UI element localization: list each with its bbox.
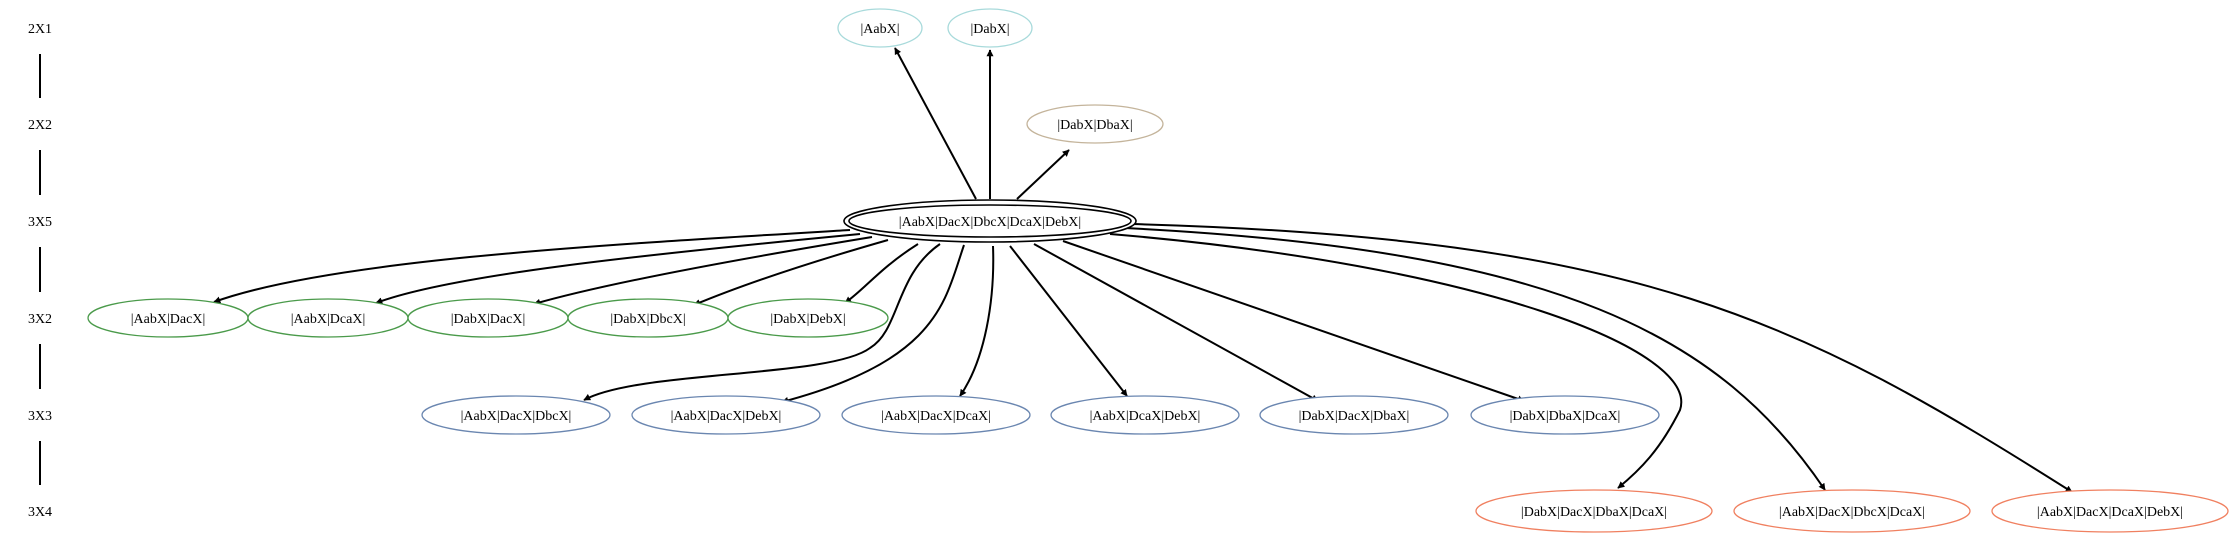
rank-label: 3X3 — [28, 409, 52, 424]
nodes: |AabX| |DabX| |DabX|DbaX| |AabX|DacX|DbcX|D… — [87, 8, 2229, 533]
edge-arrow — [1131, 223, 2073, 493]
node-label: |AabX|DacX|DcaX| — [881, 409, 991, 424]
node-label: |AabX| — [860, 22, 899, 37]
node-label: |DabX|DacX|DbaX| — [1299, 409, 1410, 424]
graph-node: |AabX|DacX|DbcX| — [421, 395, 611, 435]
node-ellipse — [631, 395, 821, 435]
node-ellipse — [1026, 104, 1164, 144]
edge-arrow — [844, 243, 919, 304]
edge-arrow — [1033, 243, 1319, 402]
node-ellipse — [421, 395, 611, 435]
node-ellipse — [1733, 489, 1971, 533]
graph-node: |DabX|DebX| — [727, 298, 889, 338]
edge-arrow — [1124, 227, 1826, 491]
edge-arrow — [1062, 240, 1525, 403]
node-ellipse — [1259, 395, 1449, 435]
edge-arrow — [583, 243, 941, 401]
node-ellipse — [1050, 395, 1240, 435]
graph-node: |AabX|DacX|DcaX|DebX| — [1991, 489, 2229, 533]
edges — [213, 47, 2073, 493]
node-label: |DabX|DbcX| — [610, 312, 685, 327]
node-label: |AabX|DcaX| — [291, 312, 366, 327]
node-inner-ellipse — [848, 204, 1132, 238]
graph-node: |AabX|DacX| — [87, 298, 249, 338]
edge-arrow — [533, 236, 873, 306]
node-label: |DabX|DebX| — [770, 312, 845, 327]
rank-label: 3X4 — [28, 505, 52, 520]
node-ellipse — [841, 395, 1031, 435]
graph-node: |AabX|DcaX| — [247, 298, 409, 338]
graph-node: |DabX|DacX|DbaX| — [1259, 395, 1449, 435]
node-label: |DabX|DacX|DbaX|DcaX| — [1521, 505, 1667, 520]
graph-node: |DabX| — [947, 8, 1033, 48]
node-label: |AabX|DcaX|DebX| — [1090, 409, 1201, 424]
edge-arrow — [959, 245, 995, 397]
edge-arrow — [894, 47, 977, 200]
graph-node: |DabX|DacX| — [407, 298, 569, 338]
graph-node: |AabX|DacX|DcaX| — [841, 395, 1031, 435]
node-ellipse — [1470, 395, 1660, 435]
graph-node: |AabX|DacX|DbcX|DcaX|DebX| — [843, 199, 1137, 243]
edge-arrow — [213, 229, 851, 304]
rank-label: 3X5 — [28, 215, 52, 230]
node-label: |AabX|DacX|DcaX|DebX| — [2037, 505, 2183, 520]
edge-arrow — [375, 233, 861, 305]
node-label: |AabX|DacX|DbcX|DcaX| — [1779, 505, 1925, 520]
graph-node: |DabX|DbcX| — [567, 298, 729, 338]
edge-arrow — [1009, 245, 1128, 397]
node-label: |AabX|DacX| — [131, 312, 206, 327]
edge-arrow — [781, 244, 965, 404]
node-ellipse — [1991, 489, 2229, 533]
graph-node: |AabX| — [837, 8, 923, 48]
node-ellipse — [727, 298, 889, 338]
node-label: |DabX|DbaX| — [1057, 118, 1132, 133]
graph-node: |DabX|DacX|DbaX|DcaX| — [1475, 489, 1713, 533]
node-ellipse — [843, 199, 1137, 243]
edge-arrow — [693, 239, 889, 306]
graph-node: |AabX|DacX|DbcX|DcaX| — [1733, 489, 1971, 533]
edge-arrow — [1016, 149, 1070, 200]
node-ellipse — [947, 8, 1033, 48]
node-label: |DabX| — [970, 22, 1009, 37]
graph-node: |AabX|DcaX|DebX| — [1050, 395, 1240, 435]
edge-arrow — [1109, 233, 1683, 489]
node-label: |DabX|DbaX|DcaX| — [1510, 409, 1621, 424]
node-ellipse — [837, 8, 923, 48]
graph-node: |AabX|DacX|DebX| — [631, 395, 821, 435]
node-label: |AabX|DacX|DbcX|DcaX|DebX| — [899, 215, 1081, 230]
node-ellipse — [1475, 489, 1713, 533]
graph-node: |DabX|DbaX|DcaX| — [1470, 395, 1660, 435]
graph-node: |DabX|DbaX| — [1026, 104, 1164, 144]
node-label: |DabX|DacX| — [451, 312, 526, 327]
rank-axis: 2X1 2X2 3X5 3X2 3X3 3X4 — [28, 22, 52, 520]
node-label: |AabX|DacX|DebX| — [671, 409, 782, 424]
rank-label: 2X2 — [28, 118, 52, 133]
rank-label: 2X1 — [28, 22, 52, 37]
node-label: |AabX|DacX|DbcX| — [461, 409, 572, 424]
rank-label: 3X2 — [28, 312, 52, 327]
